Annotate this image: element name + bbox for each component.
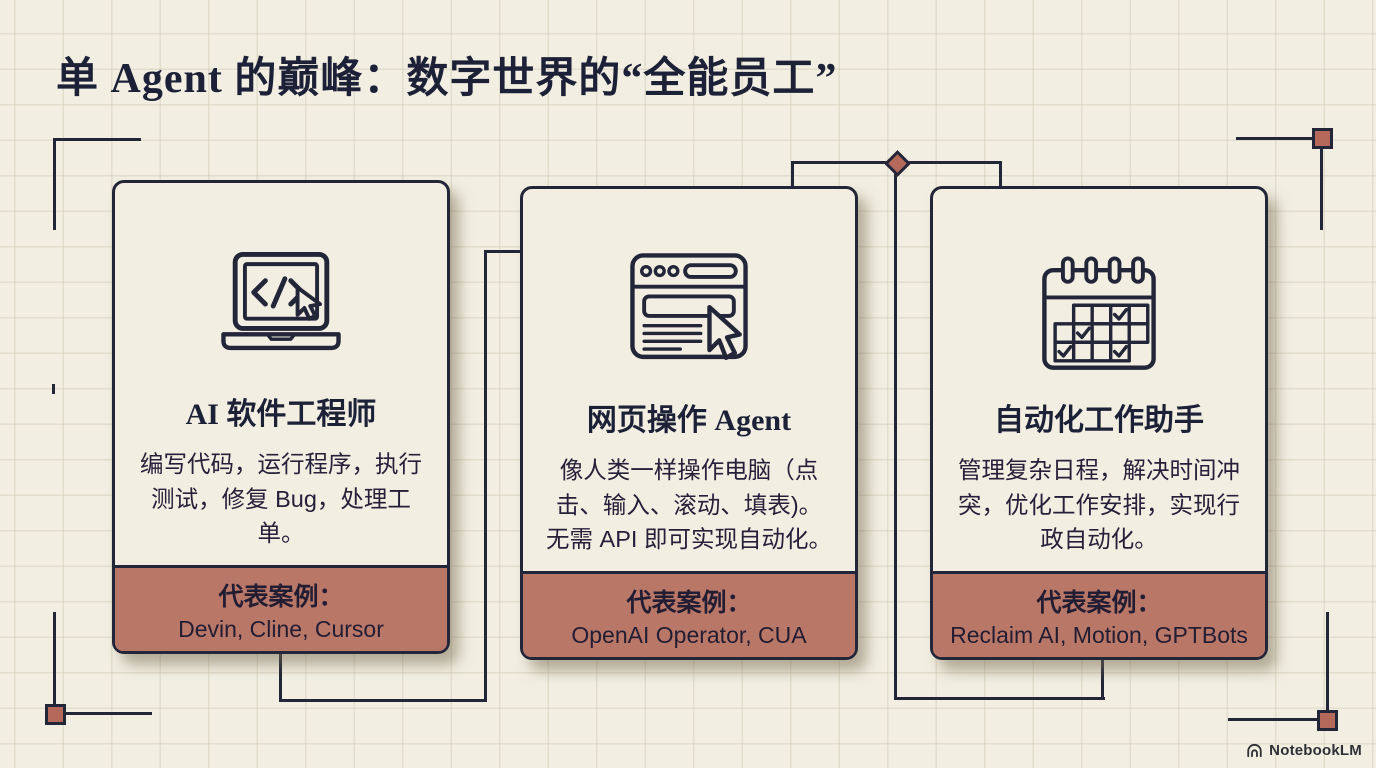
top-left-bracket-line — [53, 138, 141, 141]
connector-middle-vertical — [894, 170, 897, 700]
brand-watermark: NotebookLM — [1245, 741, 1362, 760]
brand-name: NotebookLM — [1269, 742, 1362, 759]
card-examples-panel: 代表案例： OpenAI Operator, CUA — [523, 571, 855, 657]
card-ai-software-engineer: AI 软件工程师 编写代码，运行程序，执行测试，修复 Bug，处理工单。 代表案… — [112, 180, 450, 654]
connector-card3-bottom-riser — [1101, 652, 1104, 700]
top-right-bracket-line — [1320, 148, 1323, 230]
notebooklm-logo-icon — [1247, 743, 1262, 758]
bottom-left-bracket-line — [64, 712, 152, 715]
examples-value: Devin, Cline, Cursor — [178, 615, 384, 642]
card-body: 管理复杂日程，解决时间冲突，优化工作安排，实现行政自动化。 — [958, 457, 1240, 553]
connector-card1-horizontal — [279, 699, 487, 702]
laptop-code-cursor-icon — [221, 251, 341, 351]
connector-card2-top-drop — [791, 161, 794, 189]
examples-value: Reclaim AI, Motion, GPTBots — [950, 621, 1248, 648]
bottom-right-bracket-line — [1228, 718, 1320, 721]
card-title: AI 软件工程师 — [185, 398, 377, 431]
top-right-square-marker — [1312, 128, 1333, 149]
card-web-operation-agent: 网页操作 Agent 像人类一样操作电脑（点击、输入、滚动、填表)。无需 API… — [520, 186, 858, 660]
left-edge-tick — [52, 384, 55, 394]
top-right-bracket-line — [1236, 137, 1316, 140]
bottom-right-bracket-line — [1326, 612, 1329, 714]
calendar-check-icon — [1042, 256, 1156, 370]
top-left-bracket-line — [53, 138, 56, 230]
card-automation-assistant: 自动化工作助手 管理复杂日程，解决时间冲突，优化工作安排，实现行政自动化。 代表… — [930, 186, 1268, 660]
connector-card2-left-stub — [484, 250, 522, 253]
bottom-left-square-marker — [45, 704, 66, 725]
card-examples-panel: 代表案例： Devin, Cline, Cursor — [115, 565, 447, 651]
connector-card1-card2-vertical — [484, 250, 487, 702]
examples-value: OpenAI Operator, CUA — [571, 621, 807, 648]
card-body: 编写代码，运行程序，执行测试，修复 Bug，处理工单。 — [140, 451, 422, 547]
card-title: 自动化工作助手 — [994, 404, 1204, 437]
browser-cursor-icon — [630, 253, 748, 361]
card-title: 网页操作 Agent — [586, 404, 792, 437]
connector-card3-top-drop — [999, 161, 1002, 189]
examples-label: 代表案例： — [626, 588, 752, 617]
connector-bottom-horizontal — [894, 697, 1105, 700]
page-title: 单 Agent 的巅峰：数字世界的“全能员工” — [56, 56, 838, 102]
card-examples-panel: 代表案例： Reclaim AI, Motion, GPTBots — [933, 571, 1265, 657]
card-body: 像人类一样操作电脑（点击、输入、滚动、填表)。无需 API 即可实现自动化。 — [546, 457, 832, 553]
examples-label: 代表案例： — [1036, 588, 1162, 617]
bottom-left-bracket-line — [53, 612, 56, 708]
diamond-node-marker — [884, 150, 911, 177]
bottom-right-square-marker — [1317, 710, 1338, 731]
connector-card1-drop — [279, 652, 282, 702]
examples-label: 代表案例： — [218, 582, 344, 611]
